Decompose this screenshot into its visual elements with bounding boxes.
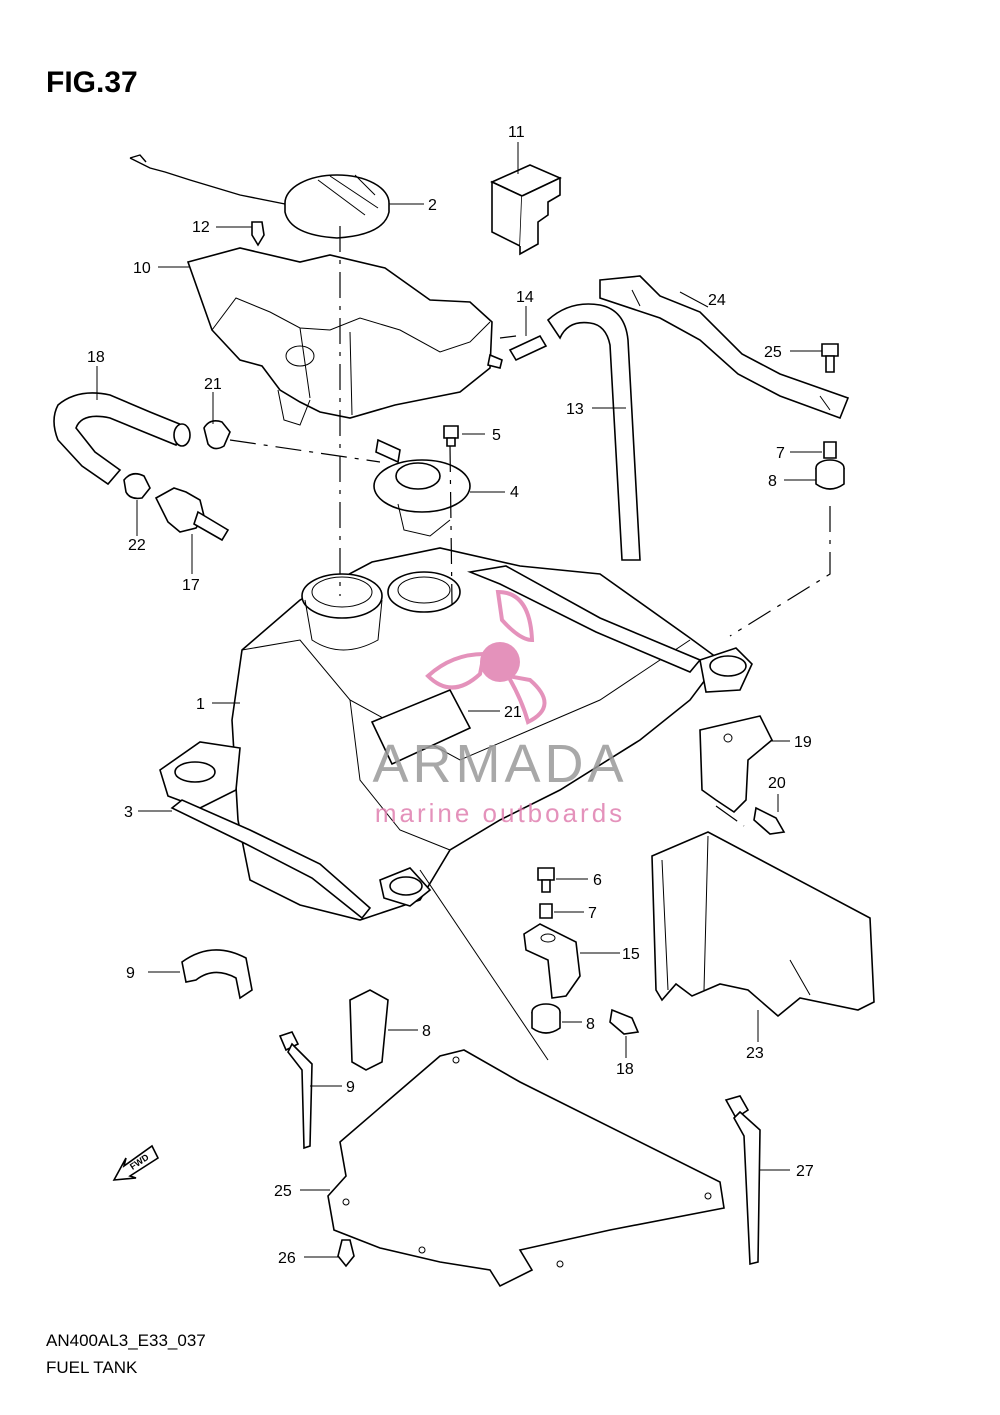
figure-title: FIG.37 xyxy=(46,66,138,99)
callout-18b-real: 18 xyxy=(616,1061,634,1078)
callout-28: 24 xyxy=(708,292,726,309)
watermark: ARMADA marine outboards xyxy=(372,589,627,828)
watermark-tagline: marine outboards xyxy=(375,798,625,828)
callout-25: 25 xyxy=(274,1183,292,1200)
vent-hose-part-15 xyxy=(546,303,641,561)
bolt-part-18b xyxy=(609,1008,640,1035)
valve-part-19 xyxy=(154,487,230,542)
collar-part-7b xyxy=(539,903,553,919)
tray-part-12 xyxy=(186,247,503,426)
callout-8a: 8 xyxy=(768,473,777,490)
clamp-part-21a xyxy=(203,420,231,450)
callout-17: 15 xyxy=(622,946,640,963)
callout-5: 5 xyxy=(492,427,501,444)
callout-leaders xyxy=(96,142,822,1258)
callout-18a: 20 xyxy=(768,775,786,792)
callout-7a: 7 xyxy=(776,445,785,462)
bolt-part-6 xyxy=(537,867,555,893)
cushion-part-8a xyxy=(815,459,845,490)
callout-16: 14 xyxy=(516,289,534,306)
pump-flange-part-4 xyxy=(373,438,471,537)
callout-numbers: 2 11 12 10 14 24 25 18 21 13 5 4 7 8 22 … xyxy=(87,124,812,1040)
screw-part-5 xyxy=(443,425,459,447)
alignment-lines xyxy=(229,226,831,827)
clamp-part-11 xyxy=(181,949,253,1000)
callout-14: 12 xyxy=(192,219,210,236)
clip-part-14 xyxy=(251,221,265,247)
callout-1: 1 xyxy=(196,696,205,713)
tie-part-9 xyxy=(278,1031,313,1150)
callout-3: 3 xyxy=(124,804,133,821)
under-panel-part-25 xyxy=(327,1049,725,1288)
callout-21a: 21 xyxy=(204,376,222,393)
callout-27: 27 xyxy=(796,1163,814,1180)
callout-29: 25 xyxy=(764,344,782,361)
callout-4: 4 xyxy=(510,484,519,501)
clip-part-26 xyxy=(337,1239,355,1268)
callout-23-real: 23 xyxy=(746,1045,764,1062)
callout-11: 9 xyxy=(126,965,135,982)
clip-part-10 xyxy=(349,989,389,1071)
propeller-logo-icon xyxy=(425,589,547,725)
footer-name: FUEL TANK xyxy=(46,1358,138,1377)
callout-12: 10 xyxy=(133,260,151,277)
callout-22: 19 xyxy=(794,734,812,751)
callout-15: 13 xyxy=(566,401,584,418)
callout-9: 9 xyxy=(346,1079,355,1096)
fwd-arrow-icon: FWD xyxy=(112,1144,160,1181)
callout-8b-real-visible: 8 xyxy=(586,1016,595,1033)
bolt-part-29 xyxy=(821,343,839,373)
collar-part-7a xyxy=(823,441,837,459)
callout-26: 26 xyxy=(278,1250,296,1267)
bolt-part-18a xyxy=(753,806,786,835)
callout-10: 8 xyxy=(422,1023,431,1040)
callout-7b: 7 xyxy=(588,905,597,922)
bracket-part-17 xyxy=(523,923,581,999)
callout-2: 2 xyxy=(428,197,437,214)
clamp-part-21b xyxy=(123,472,151,500)
hose-part-20 xyxy=(53,392,191,486)
callout-21b: 22 xyxy=(128,537,146,554)
cushion-part-8b xyxy=(531,1003,561,1034)
tie-part-27 xyxy=(724,1095,761,1266)
fuel-cap-part xyxy=(129,154,390,239)
callout-numbers-lower: 8 8 21 18 20 23 9 25 26 27 xyxy=(274,1016,814,1267)
heat-shield-part-23 xyxy=(651,831,875,1018)
seal-part-3 xyxy=(170,799,372,920)
callout-13: 11 xyxy=(508,124,525,141)
bracket-part-22 xyxy=(699,715,773,814)
callout-20: 18 xyxy=(87,349,105,366)
watermark-brand: ARMADA xyxy=(372,734,627,794)
cover-part-13 xyxy=(490,164,562,256)
callout-24: 21 xyxy=(504,704,522,721)
fitting-part-16 xyxy=(508,334,548,362)
bracket-part-28 xyxy=(599,275,850,420)
callout-19: 17 xyxy=(182,577,200,594)
footer-code: AN400AL3_E33_037 xyxy=(46,1331,206,1350)
fuel-tank-part-1 xyxy=(159,547,753,921)
callout-6: 6 xyxy=(593,872,602,889)
